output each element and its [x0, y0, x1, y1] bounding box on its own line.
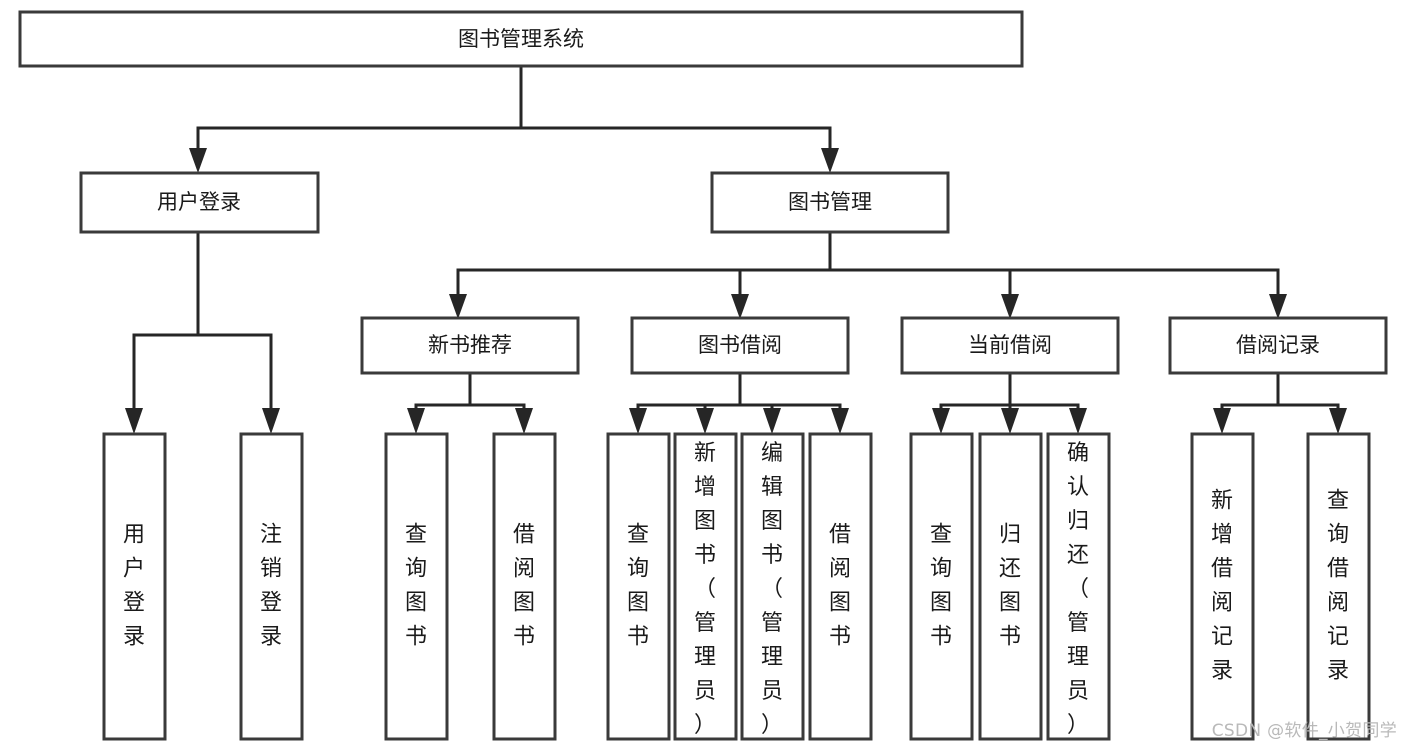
arrow-user-login: [189, 148, 207, 173]
node-book-borrow[interactable]: 图书借阅: [630, 316, 850, 375]
node-book-borrow-label: 图书借阅: [698, 333, 782, 357]
node-current-borrow[interactable]: 当前借阅: [900, 316, 1120, 375]
leaf-bb-edit-book-box[interactable]: [740, 432, 805, 741]
csdn-watermark: CSDN @软件_小贺同学: [1211, 721, 1397, 741]
leaf-node[interactable]: 用户登录: [102, 432, 167, 741]
arrow-bb-leaf-1: [629, 408, 647, 434]
leaf-bb-query-book-label: 查询图书: [627, 523, 649, 650]
leaf-nbr-borrow-book-box[interactable]: [492, 432, 557, 741]
leaf-node[interactable]: 编辑图书（管理员）: [740, 432, 805, 741]
node-borrow-record-label: 借阅记录: [1236, 333, 1320, 357]
node-current-borrow-label: 当前借阅: [968, 333, 1052, 357]
node-book-manage-label: 图书管理: [788, 190, 872, 214]
leaf-node[interactable]: 新增借阅记录: [1190, 432, 1255, 741]
node-current-borrow-box[interactable]: [900, 316, 1120, 375]
arrow-bb-leaf-2: [696, 408, 714, 434]
arrow-cb-leaf-3: [1069, 408, 1087, 434]
node-user-login[interactable]: 用户登录: [79, 171, 320, 234]
connector-group-user-login: [125, 230, 280, 434]
arrow-bb-leaf-4: [831, 408, 849, 434]
node-book-manage-box[interactable]: [710, 171, 950, 234]
connector-group-borrow-record: [1213, 371, 1347, 434]
node-root[interactable]: 图书管理系统: [18, 10, 1024, 68]
leaf-node[interactable]: 注销登录: [239, 432, 304, 741]
leaf-node[interactable]: 查询图书: [606, 432, 671, 741]
arrow-current-borrow: [1001, 294, 1019, 319]
leaf-node[interactable]: 归还图书: [978, 432, 1043, 741]
leaf-nbr-query-book-box[interactable]: [384, 432, 449, 741]
node-user-login-label: 用户登录: [157, 190, 241, 214]
leaf-bb-add-book-label: 新增图书（管理员）: [694, 441, 716, 738]
leaf-bb-query-book-box[interactable]: [606, 432, 671, 741]
arrow-leaf-logout: [262, 408, 280, 434]
arrow-cb-leaf-1: [932, 408, 950, 434]
leaf-br-query-record-box[interactable]: [1306, 432, 1371, 741]
connector-group-current-borrow: [932, 371, 1087, 434]
leaf-user-login-box[interactable]: [102, 432, 167, 741]
node-new-book-recommend[interactable]: 新书推荐: [360, 316, 580, 375]
connector-group-new-book-recommend: [407, 371, 533, 434]
node-root-box[interactable]: [18, 10, 1024, 68]
arrow-nbr-leaf-2: [515, 408, 533, 434]
leaf-cb-return-book-label: 归还图书: [999, 523, 1021, 650]
leaf-nbr-borrow-book-label: 借阅图书: [513, 523, 535, 650]
node-new-book-recommend-box[interactable]: [360, 316, 580, 375]
leaf-bb-borrow-book-label: 借阅图书: [829, 523, 851, 650]
arrow-leaf-user-login: [125, 408, 143, 434]
leaf-node[interactable]: 查询图书: [384, 432, 449, 741]
arrow-br-leaf-2: [1329, 408, 1347, 434]
node-new-book-recommend-label: 新书推荐: [428, 333, 512, 357]
leaf-node[interactable]: 新增图书（管理员）: [673, 432, 738, 741]
arrow-br-leaf-1: [1213, 408, 1231, 434]
leaf-br-add-record-label: 新增借阅记录: [1211, 489, 1233, 684]
leaf-node[interactable]: 查询借阅记录: [1306, 432, 1371, 741]
leaf-cb-query-book-label: 查询图书: [930, 523, 952, 650]
leaf-bb-borrow-book-box[interactable]: [808, 432, 873, 741]
leaf-logout-box[interactable]: [239, 432, 304, 741]
leaf-logout-label: 注销登录: [260, 523, 282, 650]
node-root-label: 图书管理系统: [458, 27, 584, 51]
leaf-node[interactable]: 确认归还（管理员）: [1046, 432, 1111, 741]
arrow-nbr-leaf-1: [407, 408, 425, 434]
node-user-login-box[interactable]: [79, 171, 320, 234]
leaf-user-login-label: 用户登录: [123, 523, 145, 650]
leaf-cb-confirm-return-label: 确认归还（管理员）: [1067, 441, 1089, 738]
leaf-cb-query-book-box[interactable]: [909, 432, 974, 741]
leaf-cb-confirm-return-box[interactable]: [1046, 432, 1111, 741]
leaf-node[interactable]: 借阅图书: [808, 432, 873, 741]
leaf-nbr-query-book-label: 查询图书: [405, 523, 427, 650]
node-borrow-record-box[interactable]: [1168, 316, 1388, 375]
leaf-bb-add-book-box[interactable]: [673, 432, 738, 741]
arrow-borrow-record: [1269, 294, 1287, 319]
arrow-book-borrow: [731, 294, 749, 319]
leaf-cb-return-book-box[interactable]: [978, 432, 1043, 741]
leaf-bb-edit-book-label: 编辑图书（管理员）: [761, 441, 783, 738]
arrow-bb-leaf-3: [763, 408, 781, 434]
arrow-book-manage: [821, 148, 839, 173]
node-book-manage[interactable]: 图书管理: [710, 171, 950, 234]
arrow-new-book-recommend: [449, 294, 467, 319]
leaf-node[interactable]: 借阅图书: [492, 432, 557, 741]
leaf-br-add-record-box[interactable]: [1190, 432, 1255, 741]
leaf-node[interactable]: 查询图书: [909, 432, 974, 741]
leaf-br-query-record-label: 查询借阅记录: [1327, 489, 1349, 684]
connector-group-book-borrow: [629, 371, 849, 434]
connector-group-root: [189, 64, 839, 173]
node-borrow-record[interactable]: 借阅记录: [1168, 316, 1388, 375]
connector-group-book-manage: [449, 230, 1287, 319]
node-book-borrow-box[interactable]: [630, 316, 850, 375]
arrow-cb-leaf-2: [1001, 408, 1019, 434]
